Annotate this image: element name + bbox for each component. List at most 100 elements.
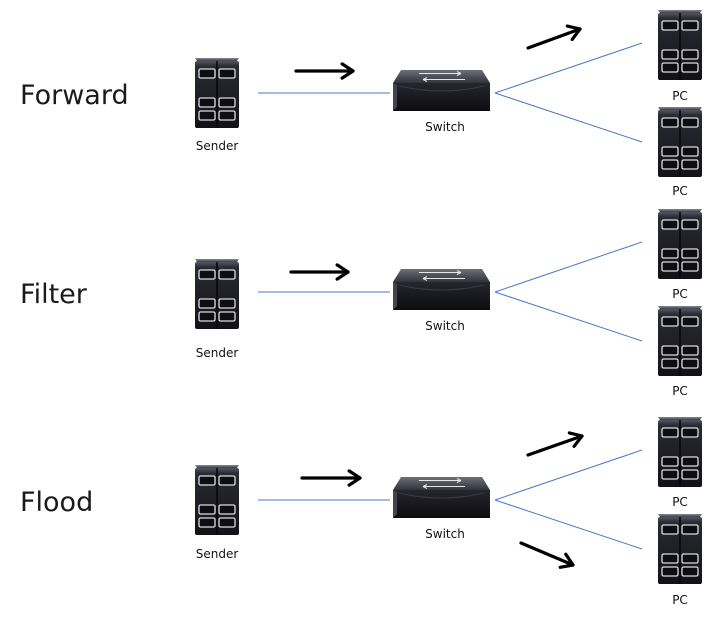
drive-bay — [198, 269, 216, 280]
arrow-head — [335, 263, 350, 281]
pc-label: PC — [672, 184, 688, 198]
sender-icon — [195, 58, 239, 128]
switch-pc-link-lower — [494, 92, 643, 143]
row-label-filter: Filter — [20, 279, 88, 310]
switch-pc-link-lower — [494, 291, 643, 342]
drive-bay — [198, 97, 216, 108]
drive-bay — [661, 248, 679, 259]
tower-top — [658, 514, 702, 517]
drive-bay — [661, 566, 679, 577]
row-flood: Flood Sender Switch PC PC — [20, 417, 702, 607]
drive-bay — [681, 62, 699, 73]
switch-pc-link-upper — [494, 42, 643, 94]
pc-icon — [658, 306, 702, 376]
drive-bay — [661, 49, 679, 60]
drive-bay — [661, 553, 679, 564]
drive-bay — [681, 469, 699, 480]
switch-arrow — [419, 478, 462, 483]
drive-bay — [681, 159, 699, 170]
drive-bay — [661, 427, 679, 438]
drive-bay — [198, 68, 216, 79]
switch-top — [393, 70, 490, 83]
switch-sheen — [398, 284, 485, 291]
drive-bay — [218, 517, 236, 528]
sender-icon — [195, 465, 239, 535]
drive-bay — [661, 62, 679, 73]
drive-bay — [681, 261, 699, 272]
network-switch-icon — [393, 269, 490, 310]
arrow-right-icon — [526, 24, 582, 50]
row-label-forward: Forward — [20, 80, 129, 111]
switch-arrow — [419, 270, 462, 275]
switch-pc-link-upper — [494, 449, 643, 501]
drive-bay — [661, 456, 679, 467]
pc-label: PC — [672, 593, 688, 607]
switch-pc-link-lower — [494, 499, 643, 550]
switch-top — [393, 477, 490, 490]
drive-bay — [661, 524, 679, 535]
tower-top — [658, 10, 702, 13]
switch-edge — [393, 490, 397, 518]
sender-label: Sender — [196, 346, 239, 360]
drive-bay — [681, 146, 699, 157]
network-switch-icon — [393, 70, 490, 111]
drive-bay — [218, 311, 236, 322]
pc-label: PC — [672, 495, 688, 509]
switch-arrow — [422, 484, 465, 489]
arrow-right-icon — [519, 541, 575, 569]
pc-label: PC — [672, 384, 688, 398]
row-filter: Filter Sender Switch PC PC — [20, 209, 702, 398]
switch-sheen — [398, 492, 485, 499]
arrow-head — [567, 431, 584, 448]
switch-label: Switch — [425, 120, 465, 134]
pc-icon — [658, 10, 702, 80]
drive-bay — [661, 146, 679, 157]
switch-front — [393, 490, 490, 518]
drive-bay — [681, 553, 699, 564]
row-label-flood: Flood — [20, 487, 93, 518]
arrow-right-icon — [300, 469, 362, 487]
drive-bay — [661, 358, 679, 369]
drive-bay — [681, 566, 699, 577]
drive-bay — [661, 261, 679, 272]
pc-label: PC — [672, 89, 688, 103]
switch-edge — [393, 83, 397, 111]
drive-bay — [661, 159, 679, 170]
switch-arrow — [419, 71, 462, 76]
sender-icon — [195, 259, 239, 329]
tower-top — [195, 465, 239, 468]
drive-bay — [681, 20, 699, 31]
drive-bay — [681, 456, 699, 467]
drive-bay — [681, 219, 699, 230]
sender-label: Sender — [196, 547, 239, 561]
switch-sheen — [398, 85, 485, 92]
switch-label: Switch — [425, 319, 465, 333]
arrow-shaft — [519, 541, 575, 567]
drive-bay — [198, 504, 216, 515]
arrow-shaft — [526, 434, 584, 457]
pc-icon — [658, 514, 702, 584]
drive-bay — [661, 20, 679, 31]
drive-bay — [681, 248, 699, 259]
drive-bay — [198, 311, 216, 322]
arrow-head — [558, 552, 575, 569]
drive-bay — [681, 345, 699, 356]
drive-bay — [218, 298, 236, 309]
switch-arrow — [422, 77, 465, 82]
drive-bay — [661, 469, 679, 480]
arrow-right-icon — [526, 431, 584, 457]
drive-bay — [681, 49, 699, 60]
switch-arrow — [422, 276, 465, 281]
drive-bay — [218, 475, 236, 486]
drive-bay — [681, 358, 699, 369]
tower-top — [658, 417, 702, 420]
drive-bay — [661, 117, 679, 128]
drive-bay — [218, 269, 236, 280]
row-forward: Forward Sender Switch PC PC — [20, 10, 702, 198]
arrow-right-icon — [294, 62, 355, 80]
switch-front — [393, 83, 490, 111]
pc-icon — [658, 417, 702, 487]
tower-top — [658, 306, 702, 309]
network-switch-icon — [393, 477, 490, 518]
